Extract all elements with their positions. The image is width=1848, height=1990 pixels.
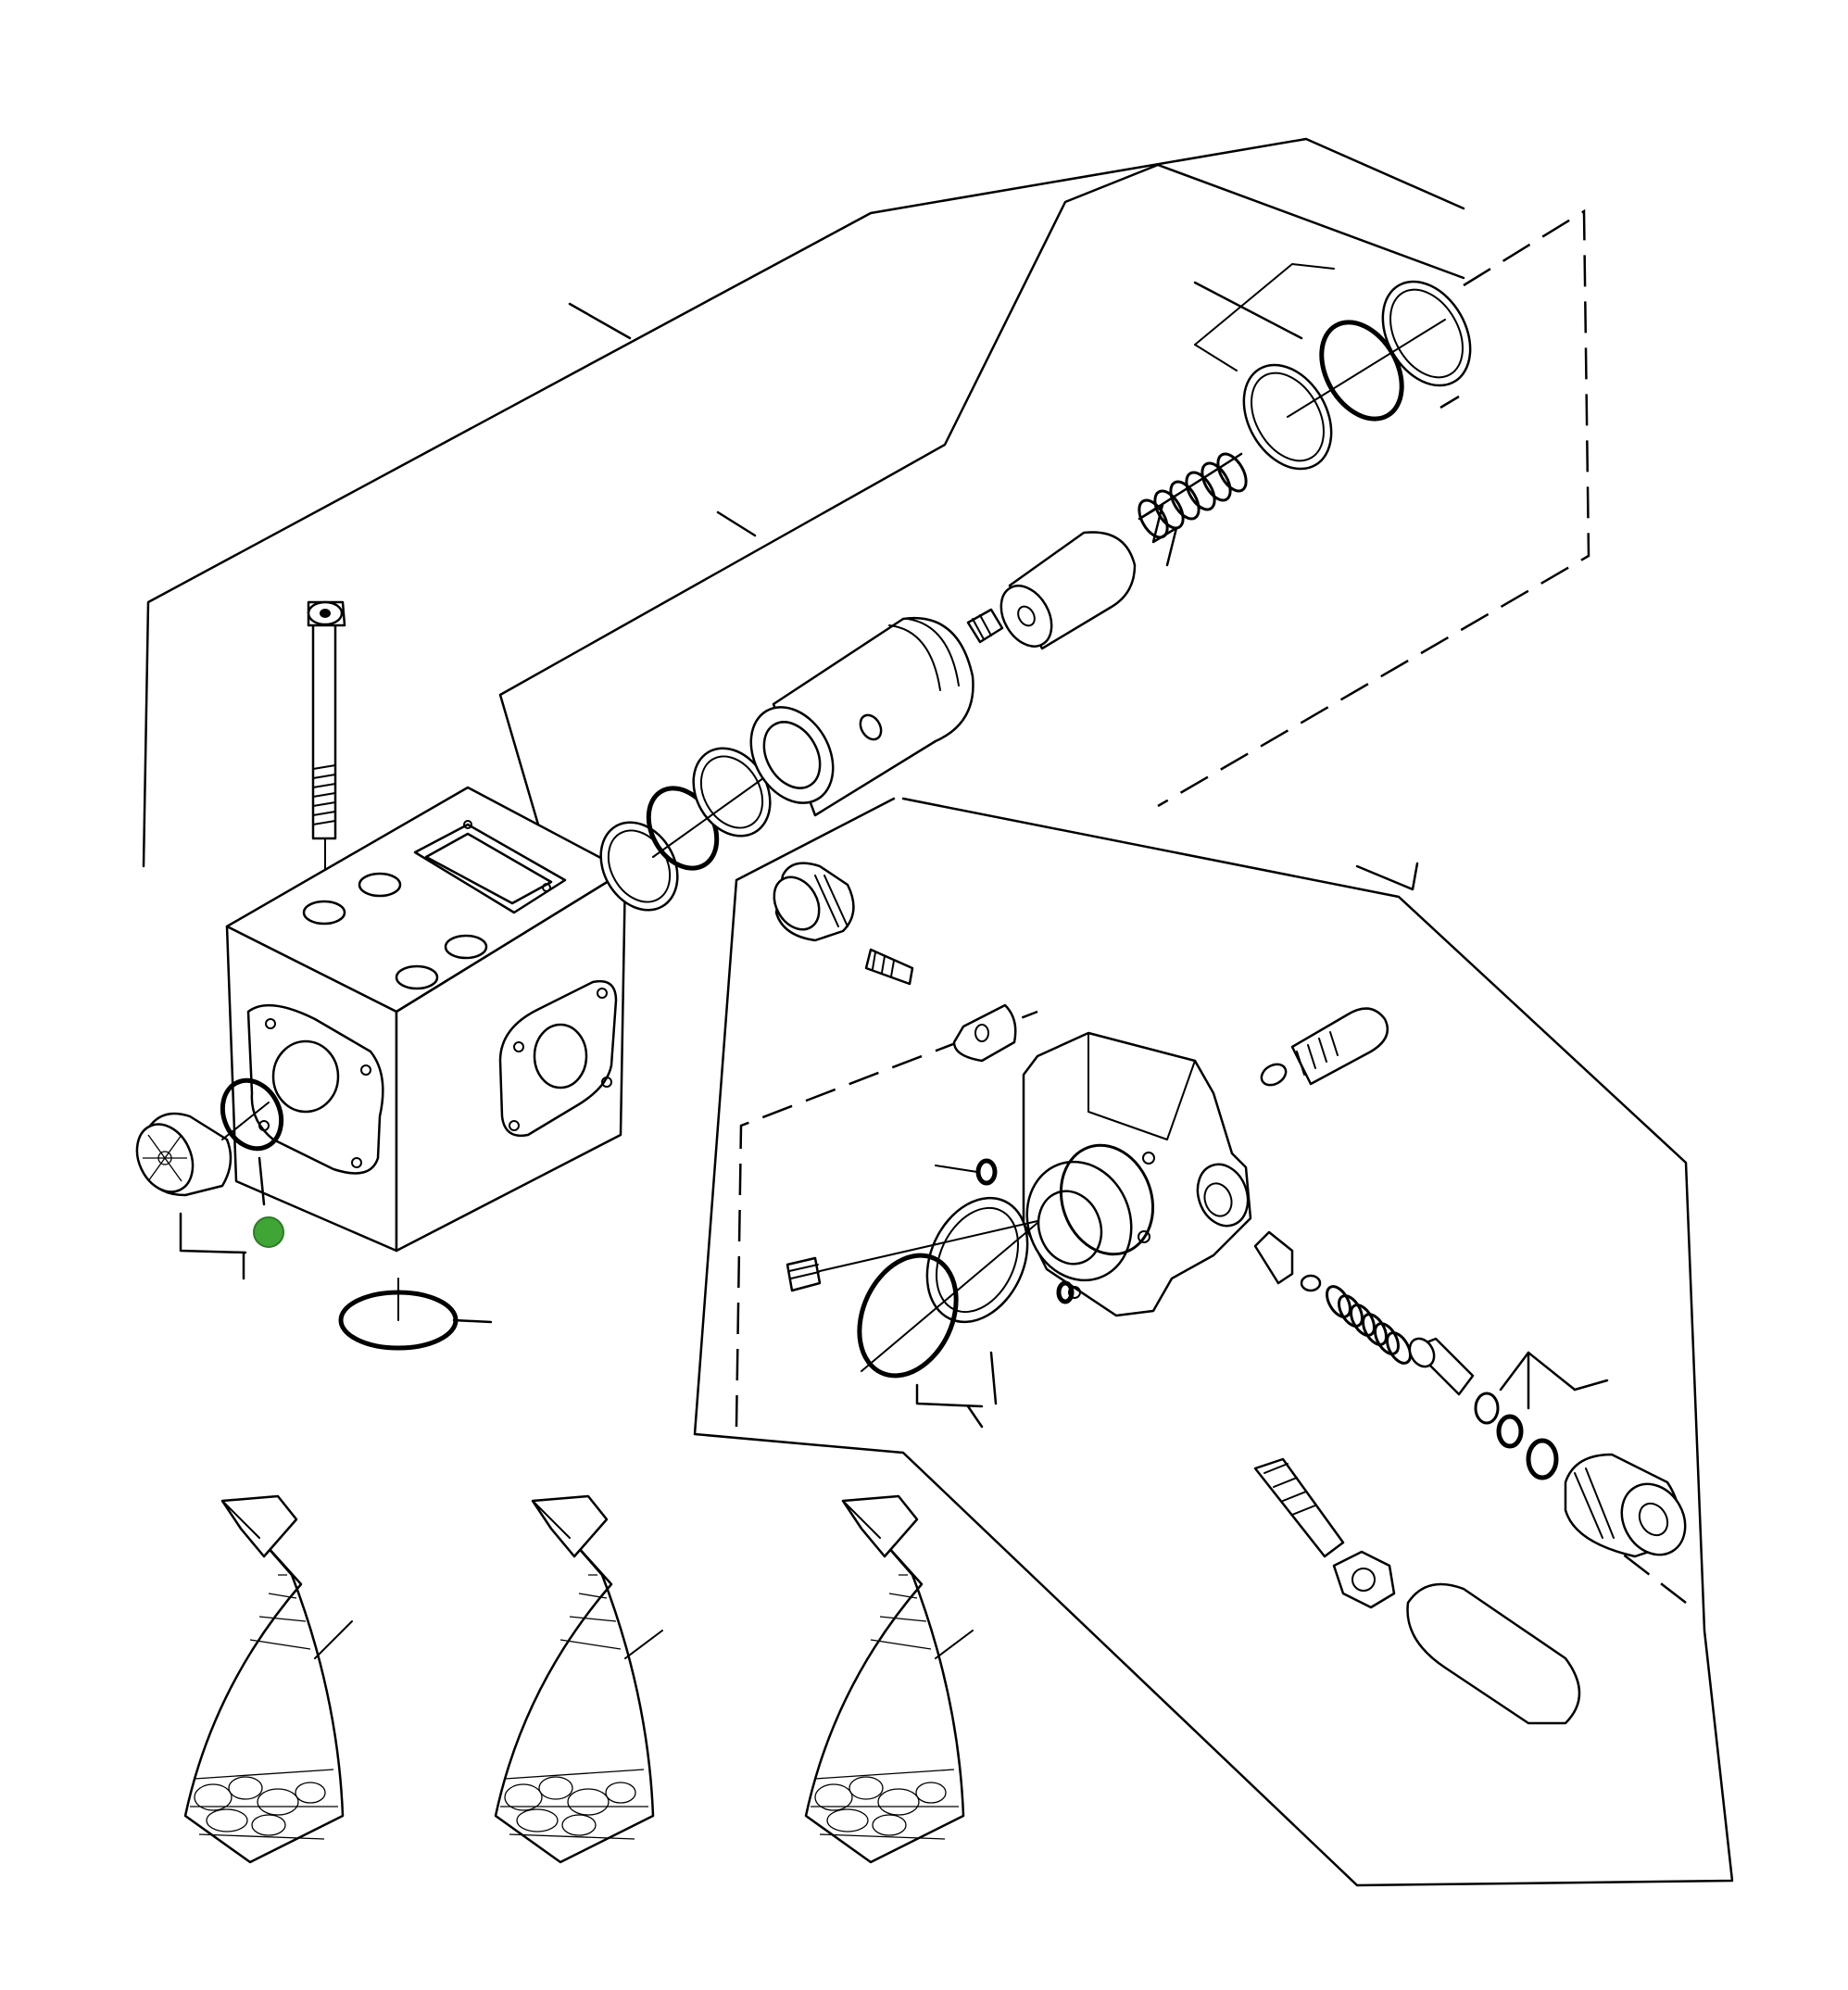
seal-kit-bag-1 [183, 1494, 353, 1864]
washer-stack-a [599, 740, 816, 912]
adjusting-screw [1253, 1457, 1396, 1609]
compression-spring-upper [1138, 452, 1248, 567]
dashed-assembly-line-upper [1157, 208, 1590, 808]
set-screw-small [966, 608, 1004, 644]
callout-bracket-upper [142, 137, 1465, 887]
small-o-ring-a [935, 1158, 1075, 1304]
part-hotspot-marker[interactable] [253, 1216, 284, 1248]
washer-pair-lower [857, 1196, 1038, 1429]
callout-bracket-lower [693, 797, 1734, 1887]
cap-screw-short [1260, 1007, 1389, 1087]
spool-cylinder [999, 531, 1137, 650]
protective-cap [1406, 1582, 1581, 1725]
front-port-seal [135, 1077, 284, 1280]
washer-stack-b [1242, 280, 1472, 471]
plug-fitting [773, 862, 855, 942]
valve-housing-block [225, 786, 627, 1253]
compression-spring-lower [1326, 1285, 1412, 1365]
small-seal-stack [1474, 1351, 1609, 1480]
set-screw-lower-b [786, 1220, 1038, 1292]
seal-kit-bag-3 [804, 1494, 974, 1864]
cap-screw-long [307, 600, 346, 890]
needle-valve-pin [1253, 1230, 1322, 1292]
plunger-pin [1408, 1337, 1475, 1396]
cartridge-body [749, 616, 974, 817]
bottom-o-ring [338, 1278, 493, 1351]
set-screw-lower-a [864, 948, 914, 986]
seal-kit-bag-2 [494, 1494, 663, 1864]
coupling-nut [952, 1003, 1017, 1063]
pipe-connector [1564, 1453, 1687, 1558]
valve-body-lower [1022, 1031, 1252, 1317]
